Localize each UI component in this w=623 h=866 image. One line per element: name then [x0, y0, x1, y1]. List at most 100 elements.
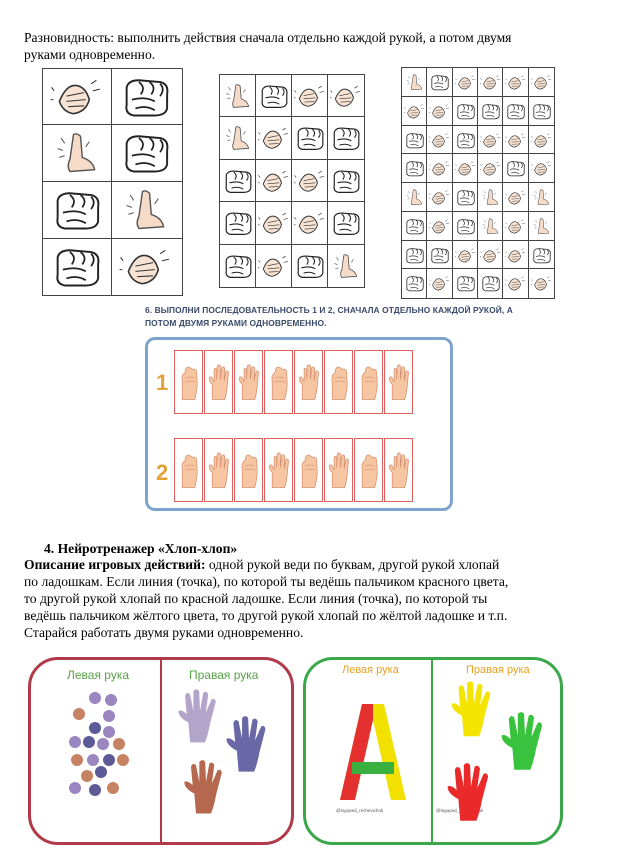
- clap-icon: [429, 214, 450, 239]
- credit: @logoped_rechevichok: [336, 808, 384, 813]
- table-cell: [42, 181, 113, 240]
- section-description: Описание игровых действий: одной рукой в…: [24, 556, 614, 573]
- fist-icon: [455, 214, 476, 239]
- fist-icon: [455, 271, 476, 296]
- fist-icon: [404, 214, 425, 239]
- table-cell: [255, 243, 293, 288]
- table-cell: [111, 238, 183, 296]
- table-cell: [451, 153, 479, 184]
- clap-icon: [429, 185, 450, 210]
- fist-icon: [49, 245, 105, 289]
- sequence-card: [354, 350, 383, 414]
- sequence-card: [234, 438, 263, 502]
- fist-icon: [505, 99, 526, 124]
- table-cell: [426, 268, 454, 299]
- dot: [107, 782, 119, 794]
- task6-line-2: ПОТОМ ДВУМЯ РУКАМИ ОДНОВРЕМЕННО.: [145, 318, 327, 328]
- task6-line-1: 6. ВЫПОЛНИ ПОСЛЕДОВАТЕЛЬНОСТЬ 1 И 2, СНА…: [145, 305, 513, 315]
- clap-icon: [294, 77, 326, 115]
- dot: [89, 692, 101, 704]
- fist-icon: [455, 185, 476, 210]
- right-hand-label: Правая рука: [189, 668, 259, 682]
- palm-edge-icon: [330, 247, 362, 285]
- fist-icon: [404, 243, 425, 268]
- fist-icon: [330, 119, 362, 157]
- fist-icon: [531, 99, 552, 124]
- intro-line-2: руками одновременно.: [24, 47, 156, 62]
- sequence-card: [294, 350, 323, 414]
- dot: [69, 736, 81, 748]
- table-cell: [255, 201, 293, 246]
- table-cell: [42, 238, 113, 296]
- fist-icon: [118, 131, 174, 175]
- table-cell: [426, 239, 454, 271]
- table-cell: [477, 182, 505, 213]
- table-cell: [451, 124, 479, 156]
- fist-icon: [480, 99, 501, 124]
- hand-fist-icon: [266, 353, 291, 411]
- table-cell: [477, 153, 505, 184]
- clap-icon: [294, 162, 326, 200]
- action-table-2: [219, 74, 365, 288]
- hand-fist-icon: [176, 441, 201, 499]
- fist-icon: [429, 70, 450, 95]
- row-number-1: 1: [156, 370, 169, 395]
- table-cell: [426, 124, 454, 156]
- dot: [103, 726, 115, 738]
- table-cell: [401, 95, 429, 127]
- sequence-card: [174, 438, 203, 502]
- table-cell: [477, 124, 505, 156]
- fist-icon: [118, 75, 174, 119]
- table-cell: [111, 181, 183, 240]
- clap-icon: [429, 156, 450, 181]
- hand-fist-icon: [296, 441, 321, 499]
- table-cell: [451, 268, 479, 299]
- sequence-card: [384, 438, 413, 502]
- fist-icon: [455, 128, 476, 153]
- hand-palm-icon: [386, 441, 411, 499]
- yellow-hand-icon: [448, 678, 500, 738]
- table-cell: [401, 182, 429, 213]
- clap-icon: [480, 156, 501, 181]
- letter-a-icon: А: [340, 704, 406, 800]
- table-cell: [255, 158, 293, 204]
- table-cell: [502, 153, 530, 184]
- table-cell: [527, 95, 555, 127]
- table-cell: [291, 74, 329, 119]
- table-cell: [291, 116, 329, 161]
- row-number-2: 2: [156, 460, 169, 485]
- table-cell: [502, 182, 530, 213]
- hand-palm-icon: [296, 353, 321, 411]
- game-card-dots: Левая рука Правая рука: [28, 657, 294, 845]
- table-cell: [527, 268, 555, 299]
- clap-icon: [294, 204, 326, 242]
- table-cell: [219, 116, 257, 161]
- fist-icon: [222, 204, 254, 242]
- clap-icon: [531, 70, 552, 95]
- description-label: Описание игровых действий:: [24, 557, 206, 572]
- section-heading: 4. Нейротренажер «Хлоп-хлоп»: [44, 541, 238, 556]
- table-cell: [477, 67, 505, 98]
- table-cell: [426, 95, 454, 127]
- table-cell: [291, 201, 329, 246]
- table-cell: [502, 124, 530, 156]
- table-cell: [527, 153, 555, 184]
- fist-icon: [258, 77, 290, 115]
- clap-icon: [505, 70, 526, 95]
- dot: [103, 754, 115, 766]
- clap-icon: [455, 243, 476, 268]
- clap-icon: [505, 128, 526, 153]
- table-cell: [527, 239, 555, 271]
- hand-fist-icon: [236, 441, 261, 499]
- table-cell: [327, 158, 365, 204]
- table-cell: [527, 210, 555, 242]
- hand-fist-icon: [326, 353, 351, 411]
- palm-edge-icon: [531, 185, 552, 210]
- palm-edge-icon: [222, 119, 254, 157]
- table-cell: [401, 239, 429, 271]
- dot: [81, 770, 93, 782]
- card-divider: [160, 660, 162, 842]
- table-cell: [401, 124, 429, 156]
- sequence-card: [264, 438, 293, 502]
- table-cell: [477, 239, 505, 271]
